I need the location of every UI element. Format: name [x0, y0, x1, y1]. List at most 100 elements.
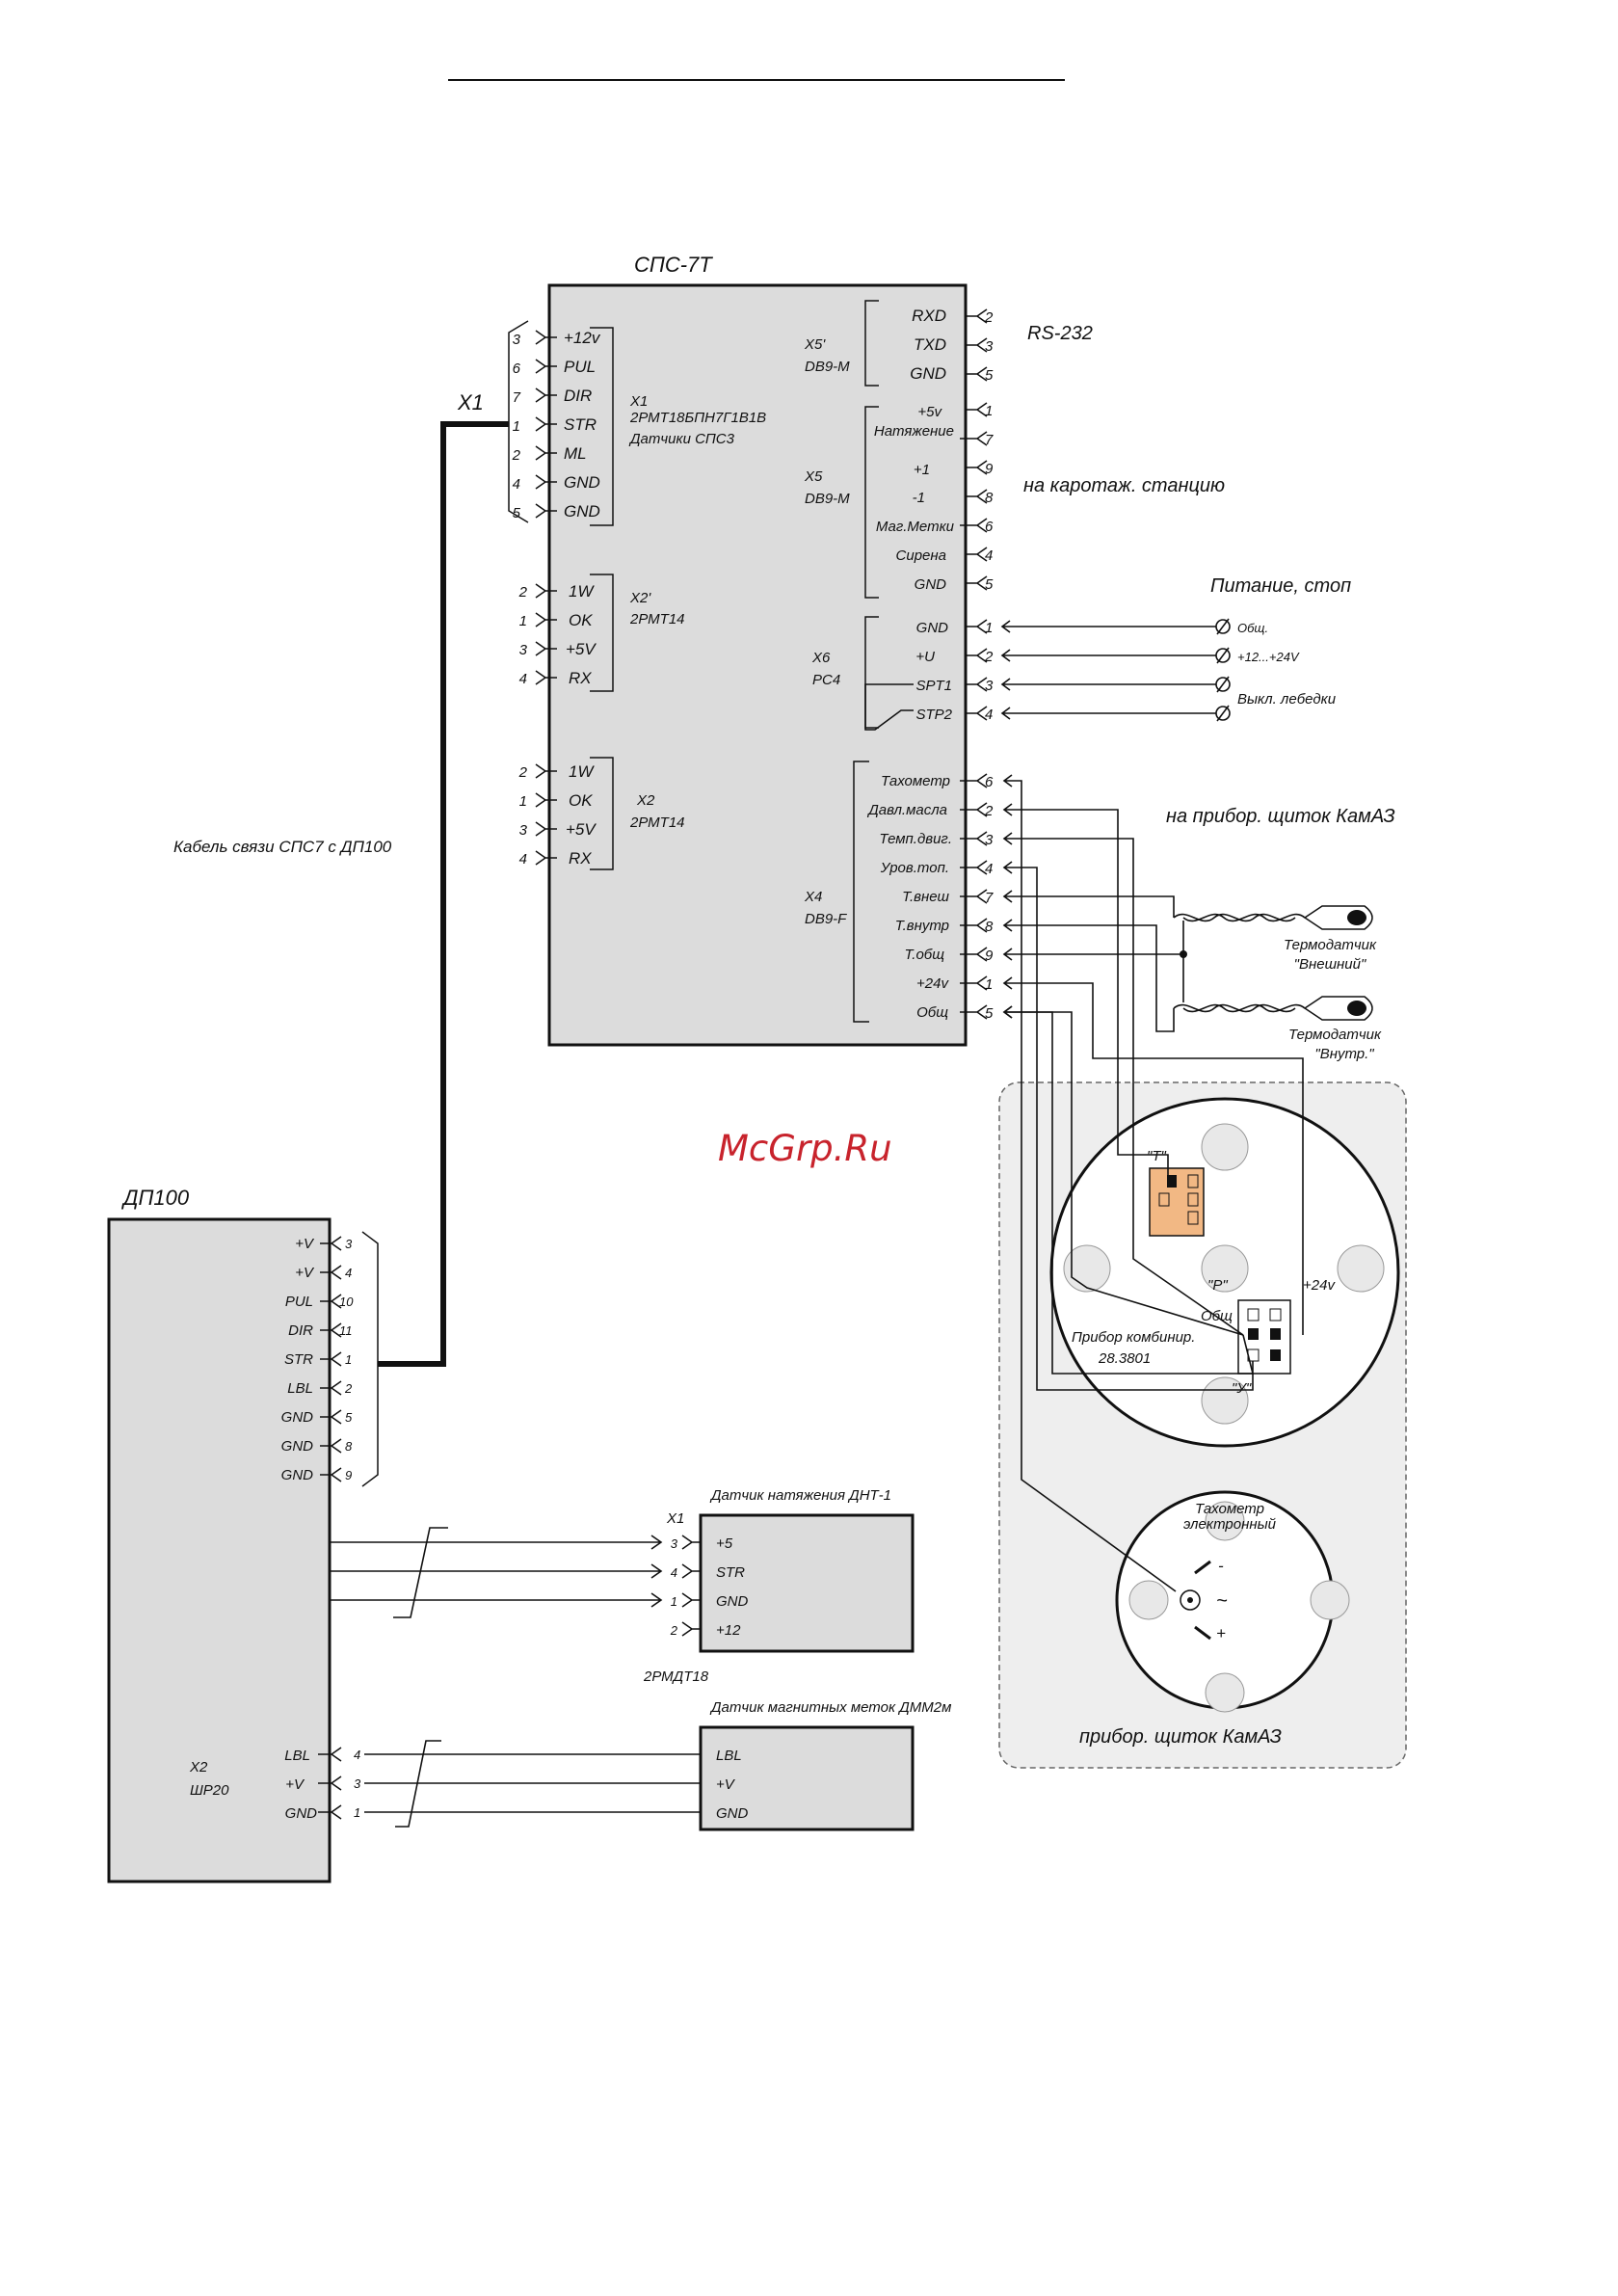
- dp100-title: ДП100: [120, 1186, 190, 1210]
- svg-text:2: 2: [518, 584, 528, 601]
- tacho-label: Тахометр: [1195, 1501, 1264, 1517]
- svg-text:X5: X5: [804, 468, 823, 485]
- cable-label: Кабель связи СПС7 с ДП100: [173, 838, 392, 856]
- svg-text:+12: +12: [716, 1622, 741, 1639]
- svg-text:"Внутр.": "Внутр.": [1314, 1046, 1374, 1062]
- svg-text:8: 8: [985, 919, 994, 935]
- dnt-block: [699, 1513, 915, 1653]
- svg-text:+5V: +5V: [566, 820, 597, 839]
- svg-text:1: 1: [519, 793, 527, 810]
- combi-model: 28.3801: [1098, 1350, 1151, 1367]
- svg-text:SPT1: SPT1: [915, 678, 952, 694]
- svg-text:X1: X1: [629, 393, 648, 410]
- svg-text:DB9-F: DB9-F: [805, 911, 847, 927]
- dmm-block: [699, 1725, 915, 1831]
- svg-text:8: 8: [345, 1439, 353, 1454]
- svg-text:DB9-M: DB9-M: [805, 359, 850, 375]
- kamaz-dash-label: на прибор. щиток КамАЗ: [1166, 806, 1395, 827]
- svg-text:2РМТ18БПН7Г1В1В: 2РМТ18БПН7Г1В1В: [629, 410, 766, 426]
- svg-text:1W: 1W: [569, 762, 595, 781]
- svg-text:3: 3: [671, 1536, 678, 1551]
- svg-text:7: 7: [985, 890, 994, 906]
- svg-text:X5': X5': [804, 336, 826, 353]
- svg-text:3: 3: [985, 832, 994, 848]
- svg-text:5: 5: [513, 505, 521, 521]
- svg-text:3: 3: [354, 1776, 361, 1791]
- svg-text:3: 3: [513, 332, 521, 348]
- svg-text:4: 4: [985, 861, 993, 877]
- svg-text:2: 2: [518, 764, 528, 781]
- svg-text:5: 5: [985, 1005, 994, 1022]
- connector-p-u: [1237, 1299, 1291, 1375]
- dp100-block: [107, 1217, 332, 1883]
- svg-text:GND: GND: [716, 1593, 749, 1610]
- x4-wiring: [1002, 774, 1306, 1592]
- svg-text:+5: +5: [716, 1535, 733, 1552]
- conn-p-label: "P": [1207, 1277, 1228, 1294]
- svg-text:1: 1: [519, 613, 527, 629]
- svg-text:9: 9: [985, 461, 994, 477]
- svg-text:+24v: +24v: [916, 975, 949, 992]
- svg-text:X6: X6: [811, 650, 831, 666]
- svg-text:7: 7: [513, 389, 521, 406]
- svg-text:PUL: PUL: [285, 1294, 313, 1310]
- svg-text:Тахометр: Тахометр: [881, 773, 950, 789]
- svg-text:X2: X2: [189, 1759, 208, 1775]
- combi-lamp: [1201, 1376, 1249, 1425]
- svg-text:Термодатчик: Термодатчик: [1284, 937, 1377, 953]
- svg-text:GND: GND: [281, 1409, 314, 1426]
- svg-text:+V: +V: [295, 1265, 315, 1281]
- svg-text:РС4: РС4: [812, 672, 840, 688]
- svg-text:ML: ML: [564, 444, 587, 463]
- svg-text:RX: RX: [569, 849, 592, 868]
- svg-text:5: 5: [345, 1410, 353, 1425]
- svg-text:Сирена: Сирена: [896, 547, 946, 564]
- svg-text:1: 1: [985, 620, 993, 636]
- svg-text:9: 9: [985, 948, 994, 964]
- svg-text:Датчики СПС3: Датчики СПС3: [628, 431, 735, 447]
- svg-text:3: 3: [519, 822, 528, 839]
- svg-text:9: 9: [345, 1468, 352, 1482]
- svg-text:Натяжение: Натяжение: [874, 423, 954, 440]
- svg-text:Термодатчик: Термодатчик: [1288, 1027, 1382, 1043]
- svg-text:TXD: TXD: [914, 335, 946, 354]
- svg-text:ШР20: ШР20: [190, 1782, 229, 1799]
- svg-text:5: 5: [985, 576, 994, 593]
- svg-text:STR: STR: [284, 1351, 313, 1368]
- svg-text:X2': X2': [629, 590, 651, 606]
- combi-lamp: [1337, 1244, 1385, 1293]
- svg-text:DB9-M: DB9-M: [805, 491, 850, 507]
- svg-text:Маг.Метки: Маг.Метки: [876, 519, 955, 535]
- svg-text:2: 2: [670, 1623, 678, 1638]
- svg-text:3: 3: [985, 338, 994, 355]
- svg-text:2РМТ14: 2РМТ14: [629, 814, 685, 831]
- svg-text:11: 11: [339, 1323, 353, 1338]
- svg-text:Выкл. лебедки: Выкл. лебедки: [1237, 691, 1337, 707]
- svg-text:Уров.топ.: Уров.топ.: [880, 860, 949, 876]
- svg-text:7: 7: [985, 432, 994, 448]
- svg-text:Темп.двиг.: Темп.двиг.: [879, 831, 952, 847]
- svg-text:DIR: DIR: [288, 1322, 313, 1339]
- svg-text:GND: GND: [281, 1467, 314, 1483]
- svg-text:STP2: STP2: [915, 707, 952, 723]
- svg-text:4: 4: [671, 1565, 677, 1580]
- svg-text:2: 2: [344, 1381, 353, 1396]
- sps-block: [547, 283, 968, 1047]
- svg-text:X2: X2: [636, 792, 655, 809]
- svg-text:GND: GND: [564, 473, 600, 492]
- svg-text:1: 1: [671, 1594, 677, 1609]
- svg-text:GND: GND: [916, 620, 949, 636]
- svg-text:+U: +U: [915, 649, 935, 665]
- svg-text:1: 1: [513, 418, 520, 435]
- dnt-wiring: [330, 1527, 663, 1618]
- svg-text:4: 4: [519, 671, 527, 687]
- svg-text:+12v: +12v: [564, 329, 601, 347]
